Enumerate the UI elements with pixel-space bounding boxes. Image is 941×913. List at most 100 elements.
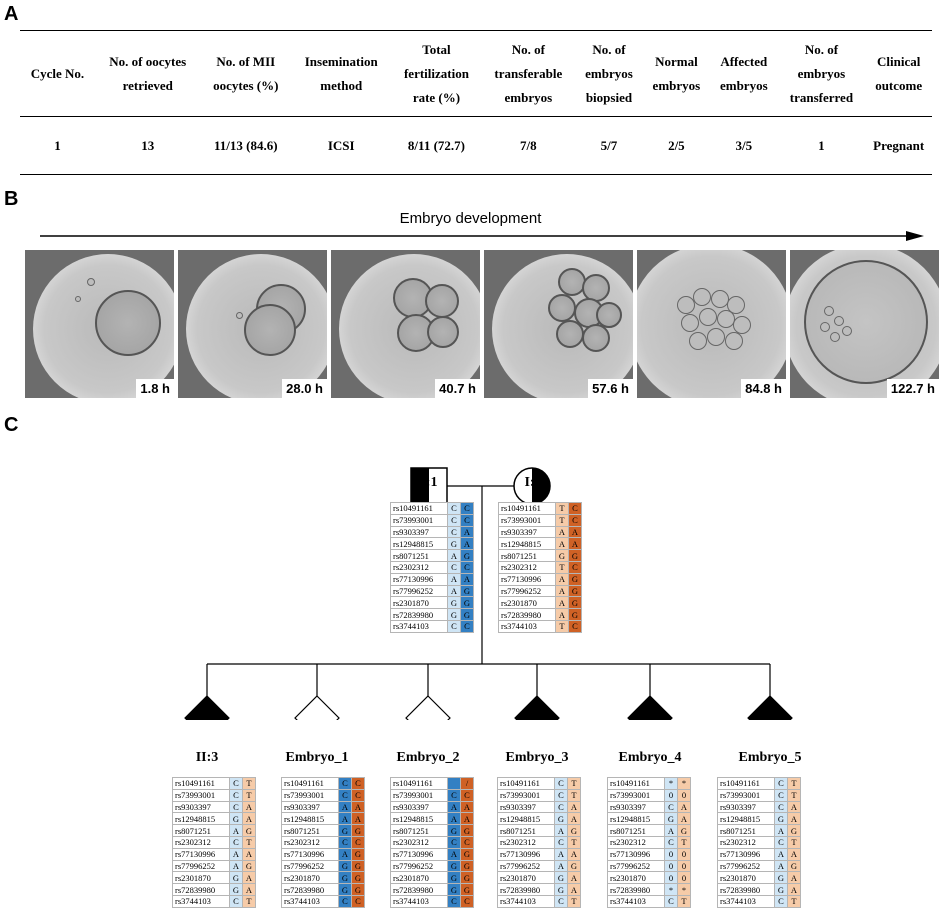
- snp-id: rs9303397: [717, 800, 775, 814]
- snp-id: rs10491161: [497, 777, 555, 790]
- allele-1: G: [447, 871, 461, 885]
- allele-2: A: [242, 800, 256, 814]
- snp-id: rs77996252: [717, 859, 775, 873]
- allele-1: 0: [664, 847, 678, 861]
- allele-1: C: [447, 788, 461, 802]
- allele-1: G: [774, 812, 788, 826]
- allele-2: C: [568, 513, 582, 527]
- allele-2: T: [787, 835, 801, 849]
- panel-label-c: C: [4, 414, 19, 436]
- individual-II3-label: II:3: [195, 750, 219, 765]
- allele-1: C: [229, 894, 243, 908]
- header-text-line: Insemination: [304, 53, 378, 69]
- allele-2: G: [460, 584, 474, 598]
- snp-id: rs2301870: [607, 871, 665, 885]
- header-text-line: outcome: [875, 77, 923, 93]
- header-text-line: fertilization: [403, 65, 469, 81]
- snp-id: rs9303397: [607, 800, 665, 814]
- table-cell: 11/13 (84.6): [200, 116, 292, 175]
- allele-1: G: [229, 812, 243, 826]
- allele-1: A: [555, 608, 569, 621]
- table-cell: 2/5: [642, 116, 711, 175]
- snp-id: rs12948815: [607, 812, 665, 826]
- snp-id: rs10491161: [390, 777, 448, 790]
- embryo-1-symbol: [294, 695, 340, 720]
- snp-id: rs9303397: [498, 525, 556, 539]
- snp-id: rs12948815: [497, 812, 555, 826]
- snp-id: rs2301870: [498, 596, 556, 610]
- allele-2: G: [568, 608, 582, 621]
- allele-1: C: [229, 800, 243, 814]
- header-text-line: No. of MII: [216, 53, 276, 69]
- allele-1: 0: [664, 859, 678, 873]
- header-text-line: No. of: [804, 41, 839, 57]
- snp-id: rs2301870: [497, 871, 555, 885]
- snp-id: rs9303397: [497, 800, 555, 814]
- allele-2: *: [677, 777, 691, 790]
- allele-1: C: [664, 894, 678, 908]
- header-text-line: Normal: [655, 53, 698, 69]
- allele-2: G: [351, 847, 365, 861]
- allele-1: G: [555, 549, 569, 562]
- header-text-line: biopsied: [585, 89, 633, 105]
- snp-id: rs2302312: [498, 560, 556, 574]
- snp-id: rs12948815: [281, 812, 339, 826]
- allele-2: G: [787, 824, 801, 837]
- snp-id: rs72839980: [390, 883, 448, 896]
- snp-id: rs9303397: [172, 800, 230, 814]
- snp-id: rs2302312: [172, 835, 230, 849]
- allele-1: A: [447, 812, 461, 826]
- snp-id: rs9303397: [281, 800, 339, 814]
- embryo-3-label: Embryo_3: [505, 750, 569, 765]
- allele-1: C: [774, 788, 788, 802]
- table-cell: Pregnant: [865, 116, 932, 175]
- allele-2: G: [567, 859, 581, 873]
- header-text-line: transferable: [494, 65, 563, 81]
- snp-id: rs73993001: [172, 788, 230, 802]
- allele-1: A: [447, 549, 461, 562]
- table-cell: 5/7: [575, 116, 643, 175]
- allele-2: T: [567, 777, 581, 790]
- allele-2: A: [460, 800, 474, 814]
- allele-2: C: [460, 835, 474, 849]
- allele-1: A: [338, 812, 352, 826]
- snp-id: rs77996252: [390, 859, 448, 873]
- allele-1: A: [555, 584, 569, 598]
- snp-id: rs72839980: [172, 883, 230, 896]
- snp-row: rs10491161**: [607, 777, 691, 790]
- snp-id: rs10491161: [390, 502, 448, 515]
- allele-2: C: [351, 894, 365, 908]
- snp-id: rs8071251: [390, 549, 448, 562]
- snp-id: rs3744103: [497, 894, 555, 908]
- allele-2: T: [677, 835, 691, 849]
- table-cell: 1: [777, 116, 866, 175]
- header-text-line: No. of: [592, 41, 626, 57]
- allele-1: C: [229, 788, 243, 802]
- time-label-4: 57.6 h: [588, 379, 633, 398]
- snp-id: rs3744103: [281, 894, 339, 908]
- embryo-development-label: Embryo development: [399, 210, 542, 227]
- table-header-cell: Cycle No.: [20, 30, 95, 117]
- allele-2: /: [460, 777, 474, 790]
